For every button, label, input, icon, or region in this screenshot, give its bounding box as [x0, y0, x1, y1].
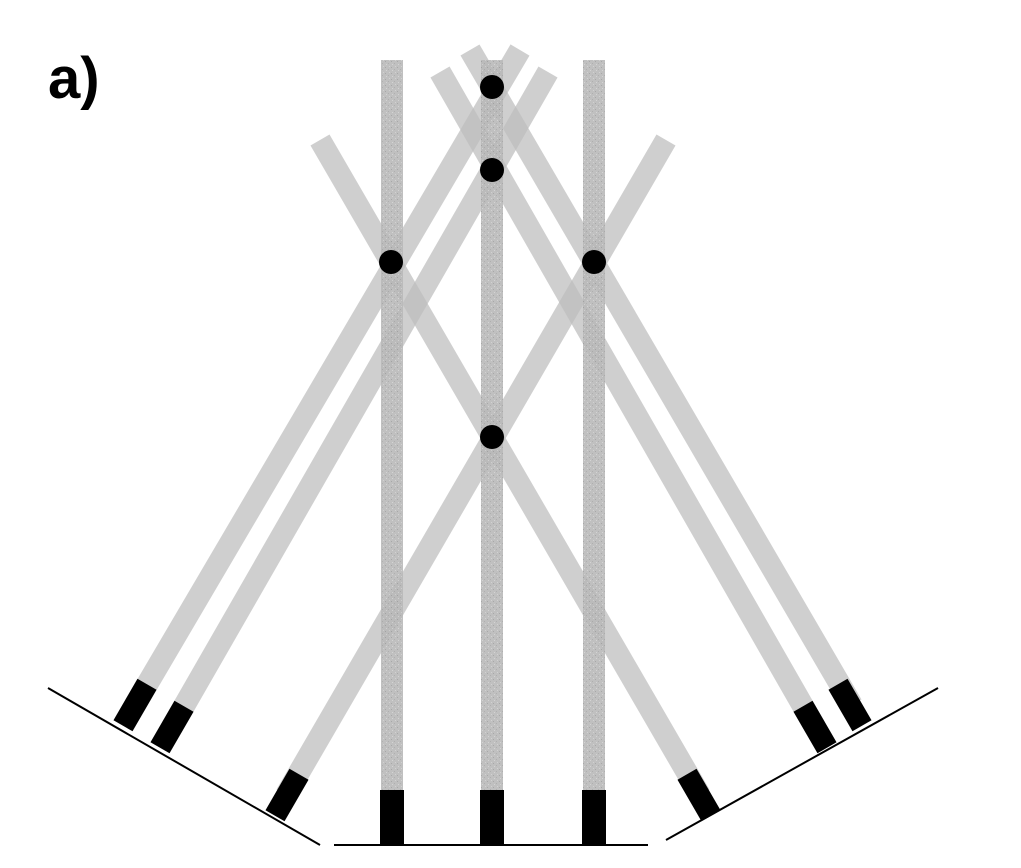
detector-left-3	[265, 768, 309, 822]
detector-left-2	[150, 700, 194, 754]
beam-left-3	[276, 134, 676, 801]
beam-vertical-left	[381, 60, 403, 795]
panel-label: a)	[48, 46, 100, 111]
detector-bottom-3	[582, 790, 606, 844]
detector-bottom-1	[380, 790, 404, 844]
detector-right-1	[677, 768, 721, 822]
intersection-point-upper-center	[480, 158, 504, 182]
beam-right-1	[460, 44, 862, 711]
sensor-plane-left	[47, 687, 321, 846]
detector-bottom-2	[480, 790, 504, 844]
intersection-point-left	[379, 250, 403, 274]
intersection-points	[379, 75, 606, 449]
beam-right-3	[310, 134, 710, 801]
detectors	[113, 678, 872, 844]
beam-left-1	[125, 44, 530, 711]
intersection-point-lower-center	[480, 425, 504, 449]
detector-right-2	[793, 700, 837, 754]
detector-left-1	[113, 678, 157, 732]
detector-right-3	[828, 678, 872, 732]
intersection-point-right	[582, 250, 606, 274]
beam-vertical-right	[583, 60, 605, 795]
intersection-point-top	[480, 75, 504, 99]
